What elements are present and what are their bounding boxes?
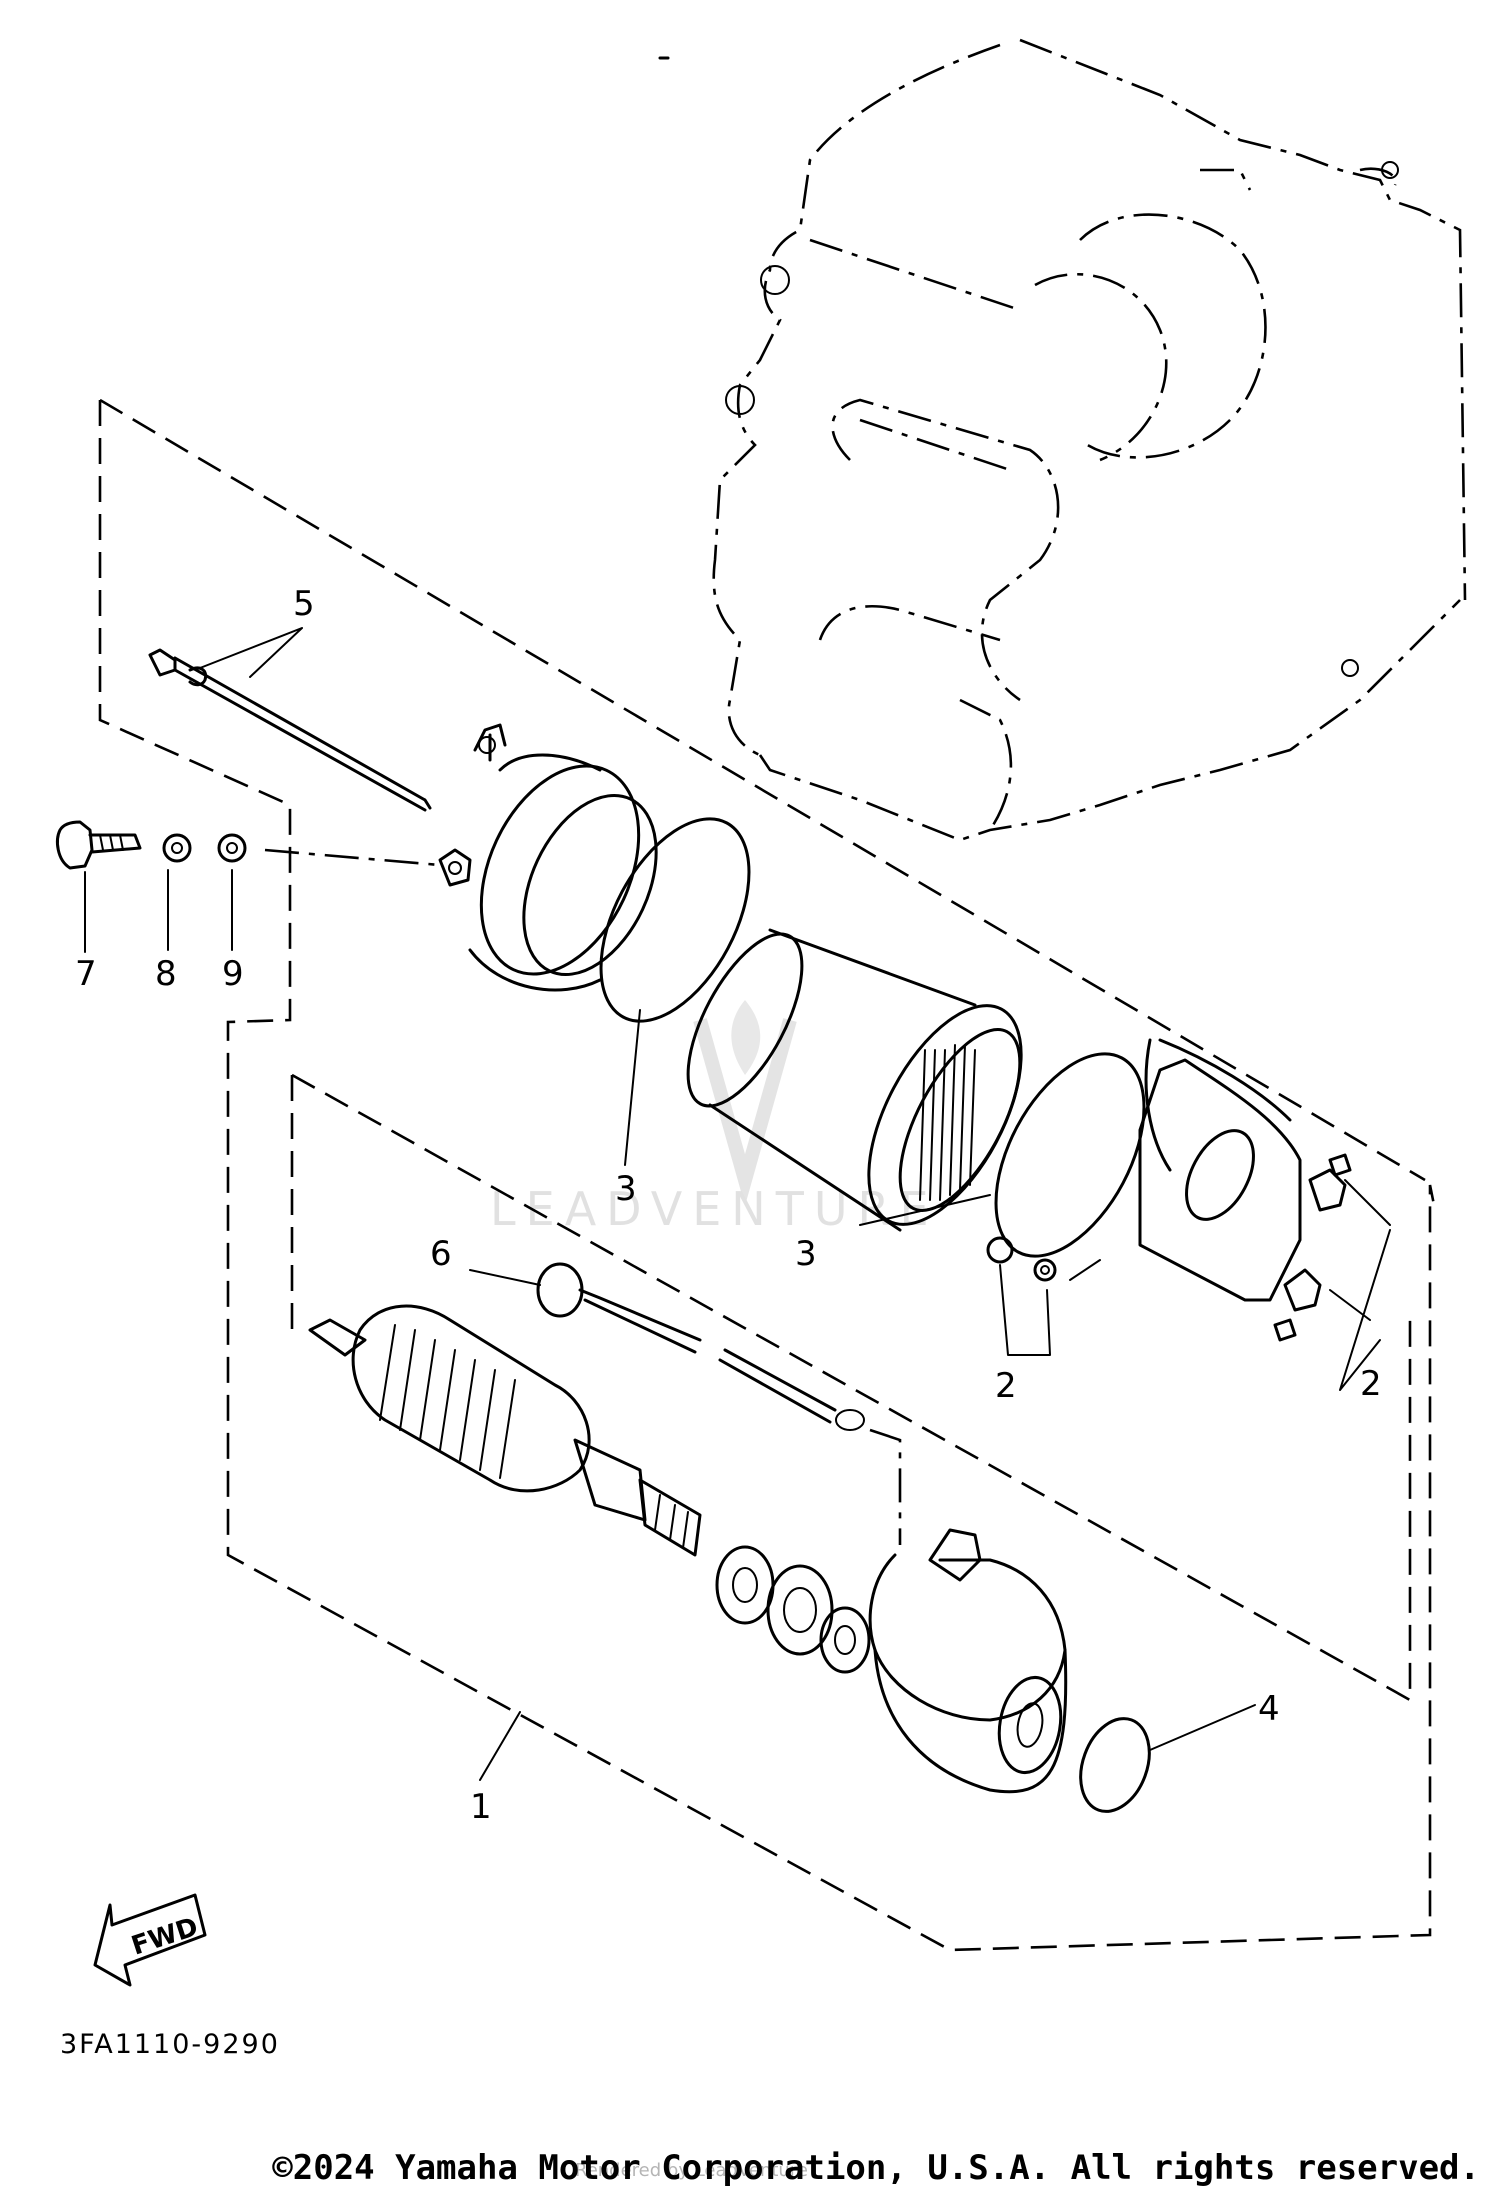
callout-1: 1 [470,1787,492,1827]
gear-and-washers [715,1545,871,1674]
brush-holder [1138,1038,1391,1342]
callout-3-front: 3 [615,1169,637,1209]
o-ring-front [599,817,751,1023]
copyright-notice: ©2024 Yamaha Motor Corporation, U.S.A. A… [272,2148,1480,2188]
callout-4: 4 [1258,1689,1280,1729]
rear-cover [868,1528,1068,1794]
brush-lead [536,1262,902,1545]
callout-2-right: 2 [1360,1364,1382,1404]
through-bolt [148,648,432,812]
callout-7: 7 [75,954,97,994]
fwd-arrow: FWD [93,1893,207,1987]
callout-3-rear: 3 [795,1234,817,1274]
brush-screws [986,1236,1057,1282]
armature-group-boundary [290,1073,1412,1703]
callout-5: 5 [293,584,315,624]
crankcase-outline [658,38,1467,842]
fwd-label: FWD [128,1912,202,1962]
diagram-code: 3FA1110-9290 [60,2029,280,2060]
callouts: 5 7 8 9 3 3 6 2 2 4 1 [75,584,1382,1827]
callout-2-left: 2 [995,1366,1017,1406]
callout-9: 9 [222,954,244,994]
rendered-by-watermark: Rendered by LeadVenture [575,2160,808,2181]
o-ring-rear-cover [1079,1717,1151,1813]
screw-assembly [56,820,441,870]
o-ring-rear [994,1052,1146,1258]
armature [308,1304,702,1557]
assembly-boundary [98,400,1437,1952]
callout-6: 6 [430,1234,452,1274]
callout-8: 8 [155,954,177,994]
front-cover [438,723,658,992]
leader-lines [84,627,1391,1781]
yoke [686,928,1023,1232]
